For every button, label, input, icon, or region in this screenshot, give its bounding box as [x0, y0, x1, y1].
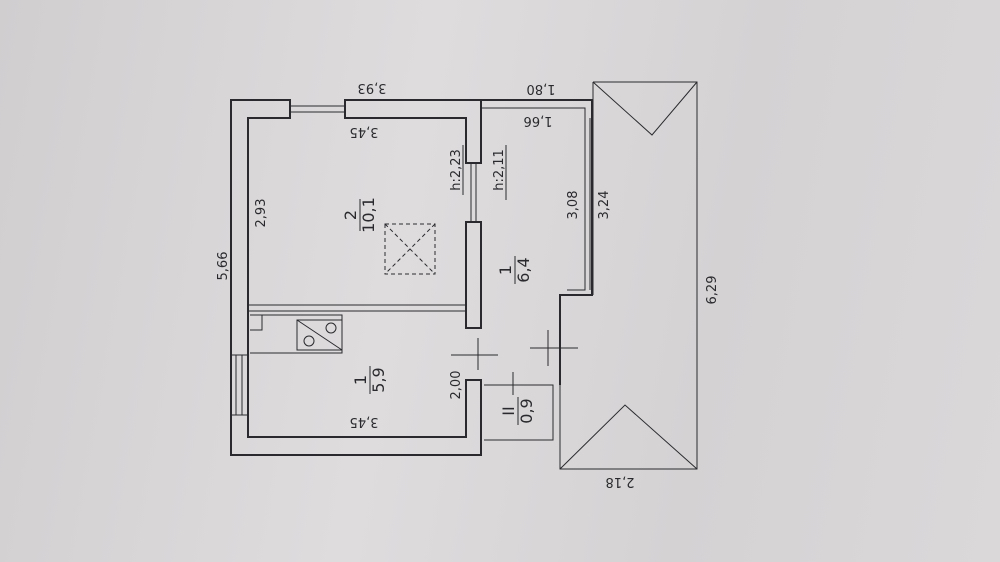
dim-room2-depth: 2,93: [254, 199, 269, 228]
dim-top-inner: 3,45: [350, 124, 379, 139]
dim-bottom-inner: 3,45: [350, 414, 379, 429]
room-label-hall: 1 6,4: [496, 256, 533, 284]
room-label-2: 2 10,1: [341, 197, 378, 233]
svg-text:5,9: 5,9: [369, 367, 388, 392]
dim-kitchen-side: 2,00: [449, 371, 464, 400]
dim-left-outer: 5,66: [216, 252, 231, 281]
svg-text:10,1: 10,1: [359, 197, 378, 233]
dim-hall-top-inner: 1,66: [524, 113, 553, 128]
height-hall: h:2,11: [492, 149, 507, 191]
room-label-closet: II 0,9: [499, 397, 536, 425]
walls: [230, 99, 593, 456]
svg-text:II: II: [499, 406, 518, 415]
svg-text:1: 1: [351, 375, 370, 385]
dim-hall-window-outer: 3,24: [597, 191, 612, 220]
svg-text:6,4: 6,4: [514, 257, 533, 282]
svg-text:1: 1: [496, 265, 515, 275]
room-label-kitchen: 1 5,9: [351, 366, 388, 394]
dim-balcony-length: 6,29: [705, 276, 720, 305]
balcony: [559, 81, 698, 470]
svg-text:2: 2: [341, 210, 360, 220]
svg-text:0,9: 0,9: [517, 398, 536, 423]
dim-hall-window-inner: 3,08: [566, 191, 581, 220]
dim-hall-top-outer: 1,80: [527, 81, 556, 96]
height-room2: h:2,23: [449, 149, 464, 191]
dim-top-outer: 3,93: [358, 80, 387, 95]
dim-balcony-width: 2,18: [606, 474, 635, 489]
